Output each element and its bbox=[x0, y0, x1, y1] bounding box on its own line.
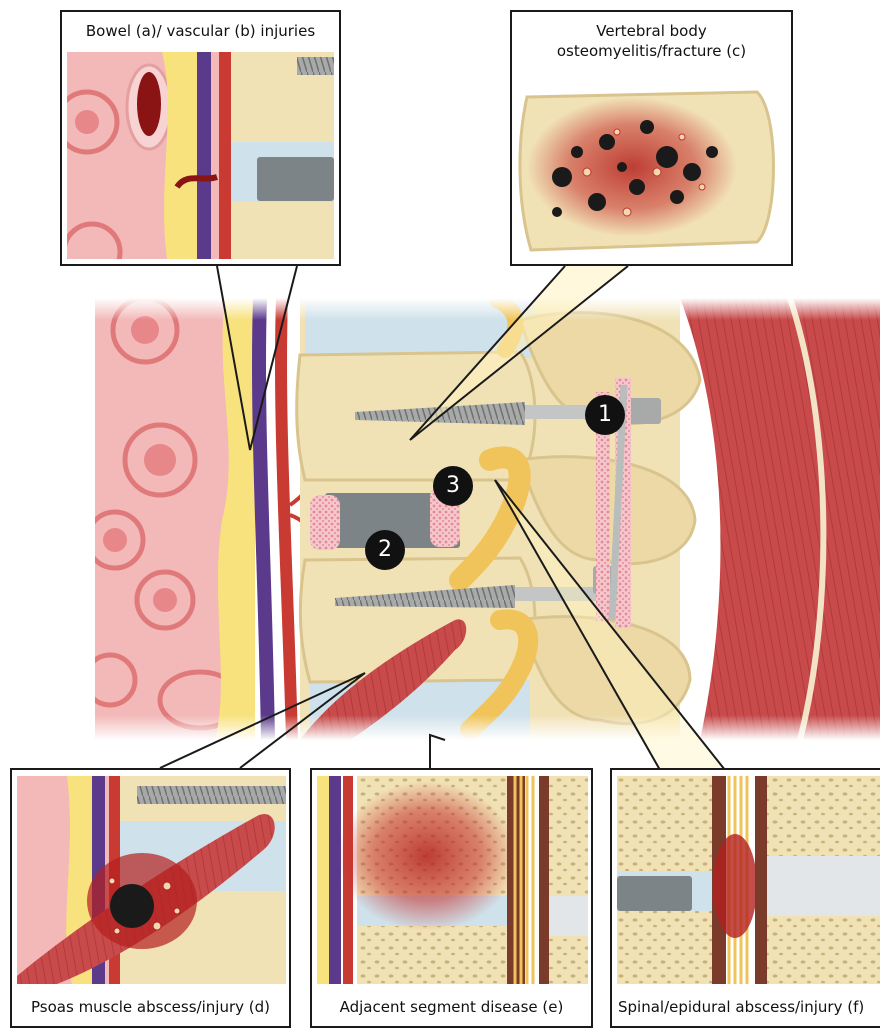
marker-2: 2 bbox=[365, 530, 405, 570]
callout-art bbox=[617, 776, 880, 984]
callout-adjacent-segment: Adjacent segment disease (e) bbox=[310, 768, 593, 1028]
paraspinal-muscle bbox=[680, 298, 880, 740]
callout-title: Psoas muscle abscess/injury (d) bbox=[12, 998, 289, 1017]
callout-psoas: Psoas muscle abscess/injury (d) bbox=[10, 768, 291, 1028]
marker-3: 3 bbox=[433, 466, 473, 506]
callout-title-line1: Vertebral body bbox=[512, 22, 791, 41]
callout-title: Spinal/epidural abscess/injury (f) bbox=[612, 998, 880, 1017]
vein bbox=[259, 298, 268, 740]
callout-title: Adjacent segment disease (e) bbox=[312, 998, 591, 1017]
bowel-perforation bbox=[137, 72, 161, 136]
callout-title: Bowel (a)/ vascular (b) injuries bbox=[62, 22, 339, 41]
callout-epidural: Spinal/epidural abscess/injury (f) bbox=[610, 768, 880, 1028]
callout-art bbox=[17, 776, 286, 984]
artery bbox=[281, 298, 292, 740]
epidural-abscess bbox=[713, 834, 757, 938]
callout-bowel-vascular: Bowel (a)/ vascular (b) injuries bbox=[60, 10, 341, 266]
callout-title-line2: osteomyelitis/fracture (c) bbox=[512, 42, 791, 61]
callout-art bbox=[517, 72, 788, 259]
callout-art bbox=[317, 776, 588, 984]
marker-1: 1 bbox=[585, 395, 625, 435]
callout-vertebral-body: Vertebral body osteomyelitis/fracture (c… bbox=[510, 10, 793, 266]
adjacent-segment-lesion bbox=[337, 781, 517, 931]
callout-art bbox=[67, 52, 334, 259]
